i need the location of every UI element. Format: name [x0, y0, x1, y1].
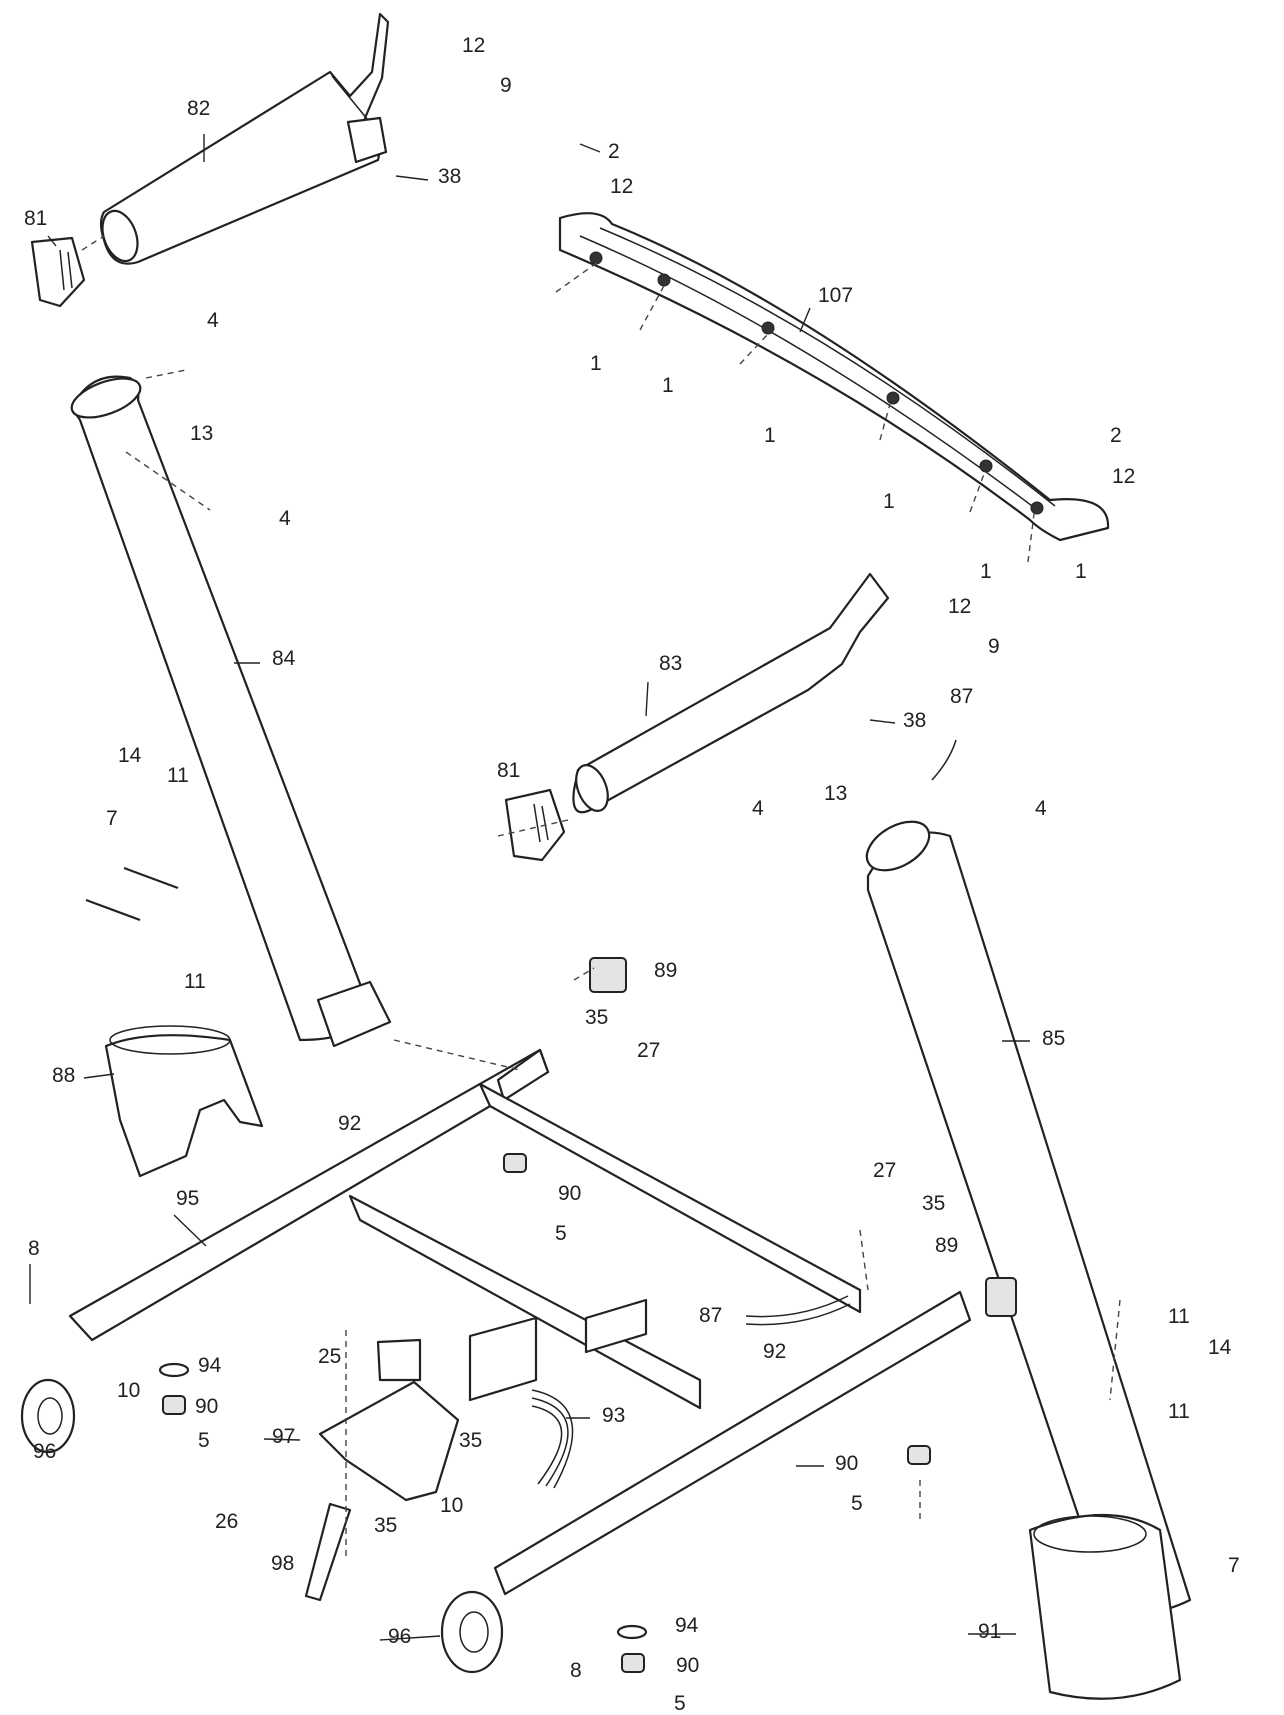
callout-l-89b: 89 [935, 1234, 958, 1257]
callout-l-81b: 81 [497, 759, 520, 782]
part-82-upright-arm-left [99, 12, 390, 265]
part-84-upright-left [70, 375, 392, 1048]
leader-lines [29, 134, 1030, 1641]
callout-l-88: 88 [52, 1064, 75, 1087]
callout-l-5d: 5 [674, 1692, 686, 1715]
callout-l-12c: 12 [1112, 465, 1135, 488]
callout-l-87b: 87 [699, 1304, 722, 1327]
callout-l-11a: 11 [167, 764, 189, 787]
callout-l-89a: 89 [654, 959, 677, 982]
callout-l-94a: 94 [198, 1354, 222, 1377]
part-81-endcap-right [504, 788, 566, 862]
callout-l-98: 98 [271, 1552, 294, 1575]
assembly-lines [81, 235, 1121, 1560]
callout-l-35a: 35 [585, 1006, 608, 1029]
callout-l-90b: 90 [195, 1395, 218, 1418]
callout-l-96b: 96 [388, 1625, 411, 1648]
callout-l-1d: 1 [883, 490, 895, 513]
part-88-cover-left [104, 1025, 264, 1178]
callout-l-26: 26 [215, 1510, 238, 1533]
callout-l-2a: 2 [608, 140, 620, 163]
callout-l-97: 97 [272, 1425, 295, 1448]
callout-l-92a: 92 [338, 1112, 361, 1135]
callout-l-14b: 14 [1208, 1336, 1232, 1359]
callout-l-11b: 11 [184, 970, 206, 993]
part-87-wire-harness [745, 1295, 851, 1326]
callout-l-11d: 11 [1168, 1400, 1190, 1423]
part-93-wire-harness [531, 1389, 574, 1489]
callout-l-38b: 38 [903, 709, 926, 732]
callout-l-92b: 92 [763, 1340, 786, 1363]
part-96-wheel-right [440, 1590, 504, 1674]
callout-l-4b: 4 [279, 507, 291, 530]
part-91-cover-right [1028, 1513, 1182, 1700]
part-95-base-frame [68, 1048, 972, 1596]
callout-l-5c: 5 [851, 1492, 863, 1515]
callout-l-13b: 13 [824, 782, 847, 805]
callout-l-35c: 35 [459, 1429, 482, 1452]
callout-l-8a: 8 [28, 1237, 40, 1260]
hardware-groups [85, 866, 1017, 1673]
callout-l-93: 93 [602, 1404, 625, 1427]
callout-l-11c: 11 [1168, 1305, 1190, 1328]
part-83-upright-arm-right [572, 572, 890, 814]
callout-l-82: 82 [187, 97, 210, 120]
callout-l-27b: 27 [873, 1159, 896, 1182]
callout-l-1a: 1 [590, 352, 602, 375]
callout-l-12b: 12 [610, 175, 633, 198]
callout-l-12d: 12 [948, 595, 971, 618]
callout-l-4c: 4 [752, 797, 764, 820]
callout-l-1c: 1 [764, 424, 776, 447]
callout-l-25: 25 [318, 1345, 341, 1368]
callout-l-9a: 9 [500, 74, 512, 97]
callout-l-8b: 8 [570, 1659, 582, 1682]
callout-l-1e: 1 [980, 560, 992, 583]
callout-l-35b: 35 [922, 1192, 945, 1215]
callout-l-5a: 5 [555, 1222, 567, 1245]
callout-l-4a: 4 [207, 309, 219, 332]
callout-l-9b: 9 [988, 635, 1000, 658]
callout-l-10b: 10 [440, 1494, 463, 1517]
callout-l-94b: 94 [675, 1614, 699, 1637]
callout-l-38a: 38 [438, 165, 461, 188]
callout-l-12a: 12 [462, 34, 485, 57]
callout-l-10a: 10 [117, 1379, 140, 1402]
callout-l-90a: 90 [558, 1182, 581, 1205]
part-107-handlebar [558, 212, 1110, 542]
callout-l-90d: 90 [676, 1654, 699, 1677]
callout-l-107: 107 [818, 284, 853, 307]
callout-l-1f: 1 [1075, 560, 1087, 583]
callout-l-7b: 7 [1228, 1554, 1240, 1577]
part-97-incline-motor [304, 1338, 460, 1602]
part-85-upright-right [865, 739, 1192, 1615]
callout-l-90c: 90 [835, 1452, 858, 1475]
part-96-wheel-left [20, 1378, 76, 1454]
callout-l-81a: 81 [24, 207, 47, 230]
callout-l-13a: 13 [190, 422, 213, 445]
callout-l-95: 95 [176, 1187, 199, 1210]
callout-l-83: 83 [659, 652, 682, 675]
callout-l-87a: 87 [950, 685, 973, 708]
callout-l-14a: 14 [118, 744, 142, 767]
callout-l-2b: 2 [1110, 424, 1122, 447]
callout-l-91: 91 [978, 1620, 1001, 1643]
callout-l-85: 85 [1042, 1027, 1065, 1050]
callout-l-84: 84 [272, 647, 296, 670]
callout-l-35d: 35 [374, 1514, 397, 1537]
callout-l-4d: 4 [1035, 797, 1047, 820]
callout-l-7a: 7 [106, 807, 118, 830]
part-81-endcap-left [30, 236, 86, 308]
callout-l-96a: 96 [33, 1440, 56, 1463]
callout-l-5b: 5 [198, 1429, 210, 1452]
callout-l-27a: 27 [637, 1039, 660, 1062]
callout-l-1b: 1 [662, 374, 674, 397]
